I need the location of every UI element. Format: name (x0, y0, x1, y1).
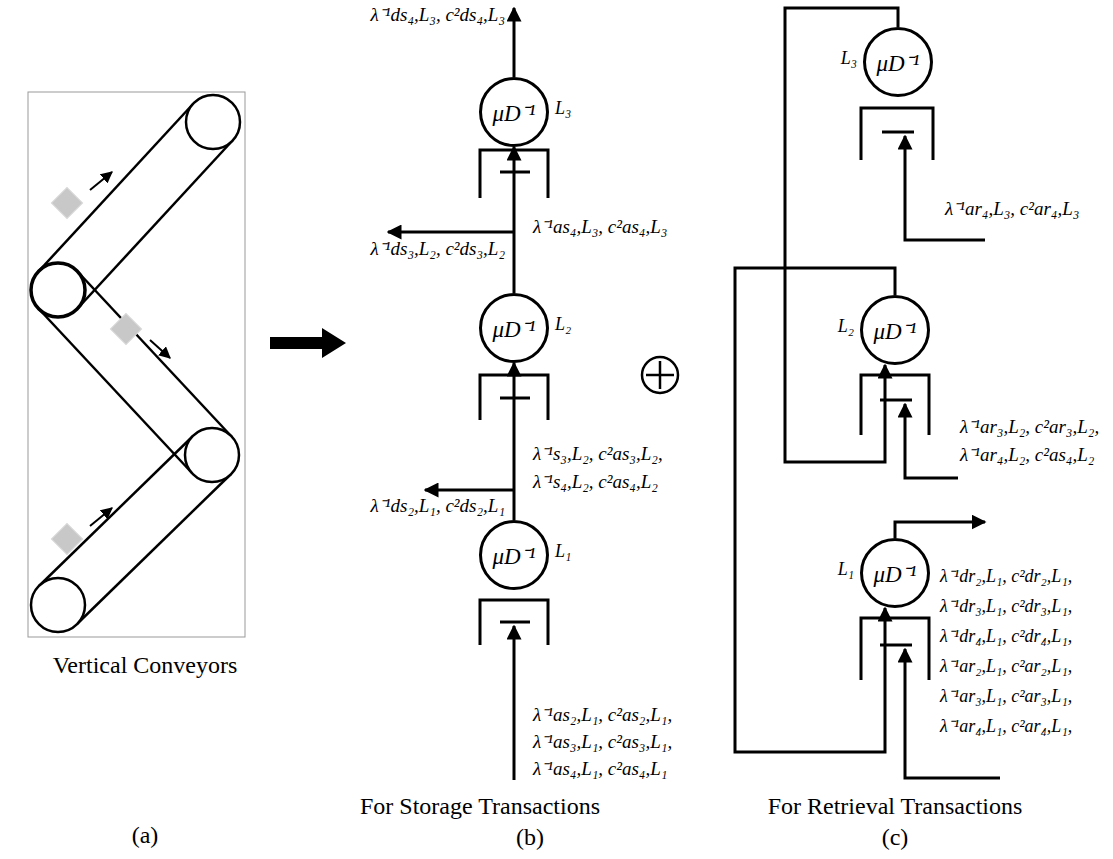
rate-label: λ⁻¹ar₄,L₃, c²ar₄,L₃ (945, 198, 1079, 220)
rate-label: λ⁻¹as₃,L₁, c²as₃,L₁, (533, 731, 672, 753)
rate-label: λ⁻¹dr₃,L₁, c²dr₃,L₁, (940, 596, 1072, 617)
level-label: L₁ (555, 541, 571, 562)
conveyor-illustration (28, 92, 245, 637)
caption-label: Vertical Conveyors (53, 652, 238, 680)
server-circle: μD⁻¹L₁ (860, 538, 930, 608)
rate-label: λ⁻¹ds₂,L₁, c²ds₂,L₁ (371, 495, 505, 517)
service-rate: μD⁻¹ (876, 46, 919, 78)
rate-label: λ⁻¹ar₃,L₁, c²ar₃,L₁, (940, 686, 1072, 707)
rate-label: λ⁻¹as₂,L₁, c²as₂,L₁, (533, 704, 672, 726)
rate-label: λ⁻¹as₄,L₃, c²as₄,L₃ (533, 216, 667, 238)
rate-label: λ⁻¹as₄,L₁, c²as₄,L₁ (533, 758, 667, 780)
server-circle: μD⁻¹L₃ (863, 27, 933, 97)
rate-label: λ⁻¹dr₂,L₁, c²dr₂,L₁, (940, 566, 1072, 587)
direction-arrow (90, 172, 170, 526)
level-label: L₁ (838, 559, 854, 580)
flow-connector (513, 363, 516, 520)
server-circle: μD⁻¹L₃ (479, 77, 549, 147)
service-rate: μD⁻¹ (492, 96, 535, 128)
rate-label: λ⁻¹ar₄,L₁, c²ar₄,L₁, (940, 716, 1072, 737)
caption-label: For Storage Transactions (360, 793, 600, 821)
server-circle: μD⁻¹L₂ (479, 293, 549, 363)
caption-label: (c) (882, 824, 909, 852)
level-label: L₂ (555, 314, 571, 335)
rate-label: λ⁻¹ar₄,L₂, c²as₄,L₂ (960, 444, 1094, 466)
server-circle: μD⁻¹L₁ (479, 520, 549, 590)
service-rate: μD⁻¹ (873, 314, 916, 346)
rate-label: λ⁻¹ar₃,L₂, c²ar₃,L₂, (960, 416, 1099, 438)
rate-label: λ⁻¹ar₂,L₁, c²ar₂,L₁, (940, 656, 1072, 677)
level-label: L₃ (841, 48, 857, 69)
flow-connector (513, 147, 516, 293)
service-rate: μD⁻¹ (492, 539, 535, 571)
rate-label: λ⁻¹ds₃,L₂, c²ds₃,L₂ (371, 238, 505, 260)
package (51, 187, 141, 554)
caption-label: For Retrieval Transactions (768, 793, 1023, 821)
service-rate: μD⁻¹ (873, 557, 916, 589)
transform-arrow (270, 328, 346, 358)
server-circle: μD⁻¹L₂ (860, 295, 930, 365)
level-label: L₃ (555, 98, 571, 119)
rate-label: λ⁻¹s₄,L₂, c²as₄,L₂ (533, 471, 658, 493)
rate-label: λ⁻¹dr₄,L₁, c²dr₄,L₁, (940, 626, 1072, 647)
service-rate: μD⁻¹ (492, 312, 535, 344)
caption-label: (a) (132, 822, 159, 850)
level-label: L₂ (838, 316, 854, 337)
rate-label: λ⁻¹ds₄,L₃, c²ds₄,L₃ (371, 4, 505, 26)
rate-label: λ⁻¹s₃,L₂, c²as₃,L₂, (533, 443, 663, 465)
combine-symbol (642, 357, 678, 393)
queue-symbol (861, 108, 933, 680)
caption-label: (b) (516, 824, 544, 852)
